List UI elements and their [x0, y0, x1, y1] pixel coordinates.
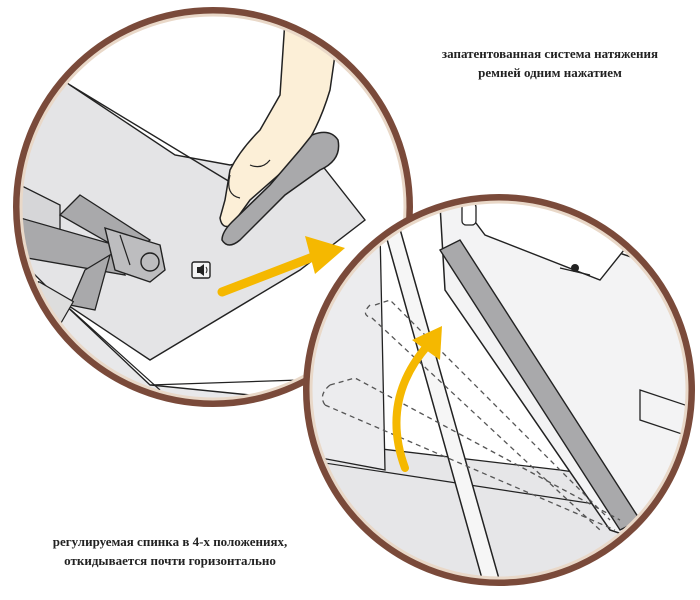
- belt-system-caption: запатентованная система натяжения ремней…: [400, 44, 700, 82]
- recline-direction-arrow: [392, 326, 442, 472]
- belt-system-caption-line2: ремней одним нажатием: [478, 65, 622, 80]
- backrest-caption: регулируемая спинка в 4-х положениях, от…: [0, 532, 340, 570]
- backrest-caption-line2: откидывается почти горизонтально: [64, 553, 276, 568]
- belt-system-caption-line1: запатентованная система натяжения: [441, 46, 659, 61]
- belt-buckle: [104, 226, 166, 283]
- backrest-caption-line1: регулируемая спинка в 4-х положениях,: [52, 534, 288, 549]
- hand-pressing-lever: [219, 19, 341, 246]
- recline-positions: [321, 299, 621, 531]
- press-direction-arrow: [217, 236, 345, 297]
- speaker-glyph-icon: [191, 261, 211, 279]
